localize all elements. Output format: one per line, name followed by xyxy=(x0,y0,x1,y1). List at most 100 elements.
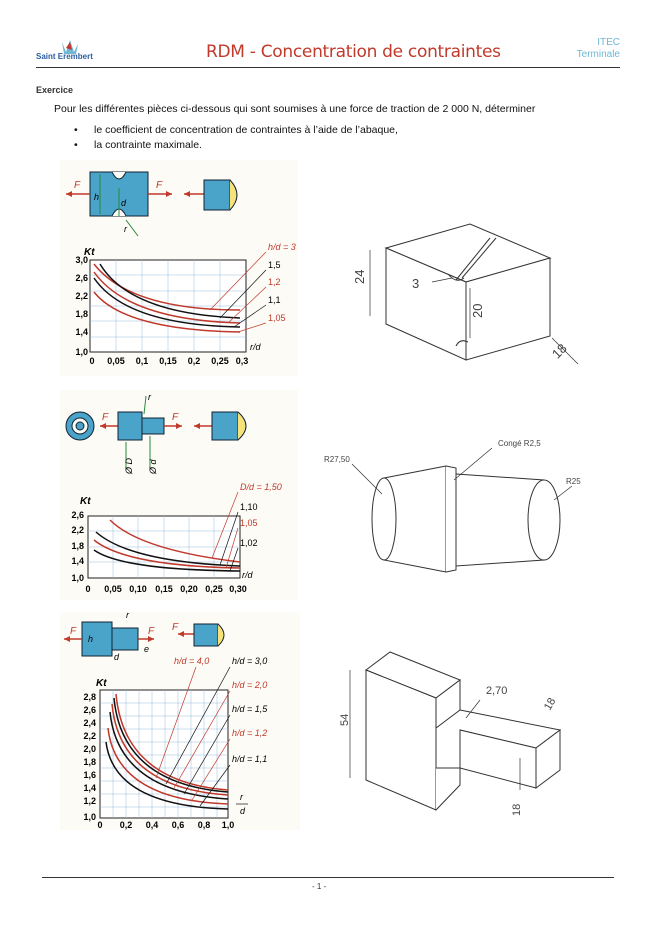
y-tick: 1,8 xyxy=(83,757,96,767)
part-3-svg: 54 2,70 18 18 xyxy=(339,651,562,816)
logo-graphic xyxy=(62,40,78,54)
x-tick: 0 xyxy=(89,356,94,366)
chart-2: Kt r/d 2,6 2,2 1,8 1,4 1,0 0 0,05 0,10 0… xyxy=(71,482,281,594)
label-e: e xyxy=(144,644,149,654)
label-r: r xyxy=(124,224,128,234)
y-tick: 1,0 xyxy=(71,573,84,583)
x-tick: 0,05 xyxy=(104,584,122,594)
x-tick: 0,25 xyxy=(205,584,223,594)
curve-1-05 xyxy=(93,291,241,333)
legend-item: 1,02 xyxy=(240,538,258,548)
figure-1-svg: F F h d r Kt r/d 3,0 2,6 2,2 1, xyxy=(66,171,296,366)
part-3-drawing: 54 2,70 18 18 xyxy=(330,640,580,830)
header-divider xyxy=(36,67,620,68)
y-tick: 2,2 xyxy=(71,525,84,535)
legend-item: h/d = 4,0 xyxy=(174,656,209,666)
legend: D/d = 1,50 1,10 1,05 1,02 xyxy=(211,482,282,572)
label-diam-d-big: Ø D xyxy=(124,457,134,475)
y-tick: 1,0 xyxy=(75,347,88,357)
y-ticks: 2,8 2,6 2,4 2,2 2,0 1,8 1,6 1,4 1,2 1,0 xyxy=(83,692,96,822)
curve-h-d-2-0 xyxy=(111,703,229,796)
x-tick: 0,05 xyxy=(107,356,125,366)
x-axis-label: r/d xyxy=(242,570,253,580)
label-f: F xyxy=(172,412,179,423)
dim-inner: 20 xyxy=(470,304,485,318)
x-tick: 0,8 xyxy=(198,820,211,830)
dim-arm: 18 xyxy=(511,804,523,816)
x-tick: 1,0 xyxy=(222,820,235,830)
label-f: F xyxy=(70,626,77,637)
legend-item: 1,10 xyxy=(240,502,258,512)
y-tick: 1,2 xyxy=(83,796,96,806)
chart-3: Kt r d 2,8 2,6 2,4 2,2 2,0 1,8 1,6 1,4 1… xyxy=(83,656,268,830)
label-f: F xyxy=(156,180,163,191)
x-axis-label: d xyxy=(240,806,246,816)
curve-1-5 xyxy=(99,263,241,319)
y-axis-label: Kt xyxy=(84,247,95,258)
y-axis-label: Kt xyxy=(80,496,91,507)
curve-d-d-1-50 xyxy=(109,519,241,563)
dim-height: 54 xyxy=(339,714,351,726)
y-ticks: 3,0 2,6 2,2 1,8 1,4 1,0 xyxy=(75,255,88,357)
label-r: r xyxy=(126,612,130,620)
label-h: h xyxy=(94,192,99,202)
x-tick: 0,20 xyxy=(180,584,198,594)
x-ticks: 0 0,05 0,1 0,15 0,2 0,25 0,3 xyxy=(89,356,248,366)
y-tick: 1,0 xyxy=(83,812,96,822)
x-tick: 0,30 xyxy=(229,584,247,594)
curve-1-1 xyxy=(93,277,241,328)
y-tick: 2,2 xyxy=(83,731,96,741)
label-h: h xyxy=(88,634,93,644)
x-tick: 0,2 xyxy=(188,356,201,366)
bullet-dot: • xyxy=(74,139,78,151)
y-tick: 1,8 xyxy=(71,541,84,551)
notched-plate-sketch: F F h d r xyxy=(66,171,238,237)
x-axis-label: r/d xyxy=(250,342,261,352)
curve-1-05 xyxy=(93,539,241,569)
legend-item: 1,05 xyxy=(268,313,286,323)
x-tick: 0,1 xyxy=(136,356,149,366)
label-r: r xyxy=(148,392,152,402)
y-tick: 2,4 xyxy=(83,718,96,728)
logo-text: Saint Erembert xyxy=(36,52,93,61)
curve-h-d-1-1 xyxy=(105,741,229,810)
x-tick: 0 xyxy=(85,584,90,594)
y-tick: 1,4 xyxy=(83,783,96,793)
page-title: RDM - Concentration de contraintes xyxy=(206,42,501,62)
legend-item: 1,1 xyxy=(268,295,281,305)
intro-text: Pour les différentes pièces ci-dessous q… xyxy=(54,103,536,115)
y-axis-label: Kt xyxy=(96,678,107,689)
y-tick: 2,6 xyxy=(83,705,96,715)
dimension-lines xyxy=(369,250,579,365)
figure-3-svg: F F h d r e F Kt r d 2,8 2,6 xyxy=(64,610,268,830)
x-axis-label: r xyxy=(240,792,244,802)
y-tick: 2,2 xyxy=(75,291,88,301)
x-tick: 0,15 xyxy=(155,584,173,594)
bullet-text: le coefficient de concentration de contr… xyxy=(94,124,398,136)
x-tick: 0,15 xyxy=(159,356,177,366)
dim-groove: 3 xyxy=(412,276,419,291)
legend: h/d = 3 1,5 1,2 1,1 1,05 xyxy=(209,242,296,333)
label-f: F xyxy=(148,626,155,637)
legend-item: D/d = 1,50 xyxy=(240,482,282,492)
dim-fillet: 2,70 xyxy=(486,685,507,697)
y-tick: 1,4 xyxy=(71,556,84,566)
label-r1: R27,50 xyxy=(324,455,350,464)
label-f: F xyxy=(172,622,179,633)
legend-item: 1,2 xyxy=(268,277,281,287)
part-2-svg: R27,50 Congé R2,5 R25 xyxy=(324,439,581,573)
legend-item: h/d = 1,5 xyxy=(232,704,268,714)
y-ticks: 2,6 2,2 1,8 1,4 1,0 xyxy=(71,510,84,583)
curve-h-d-1-5 xyxy=(109,711,229,800)
footer-divider xyxy=(42,877,614,878)
legend-item: h/d = 1,2 xyxy=(232,728,267,738)
curve-h-d-3 xyxy=(93,263,241,311)
x-tick: 0,3 xyxy=(236,356,249,366)
x-tick: 0 xyxy=(97,820,102,830)
curve-1-02 xyxy=(93,549,241,572)
x-ticks: 0 0,05 0,10 0,15 0,20 0,25 0,30 xyxy=(85,584,246,594)
header-tag-itec: ITEC xyxy=(597,37,620,48)
legend-item: h/d = 3,0 xyxy=(232,656,267,666)
page-number: - 1 - xyxy=(312,882,327,891)
y-tick: 1,4 xyxy=(75,327,88,337)
